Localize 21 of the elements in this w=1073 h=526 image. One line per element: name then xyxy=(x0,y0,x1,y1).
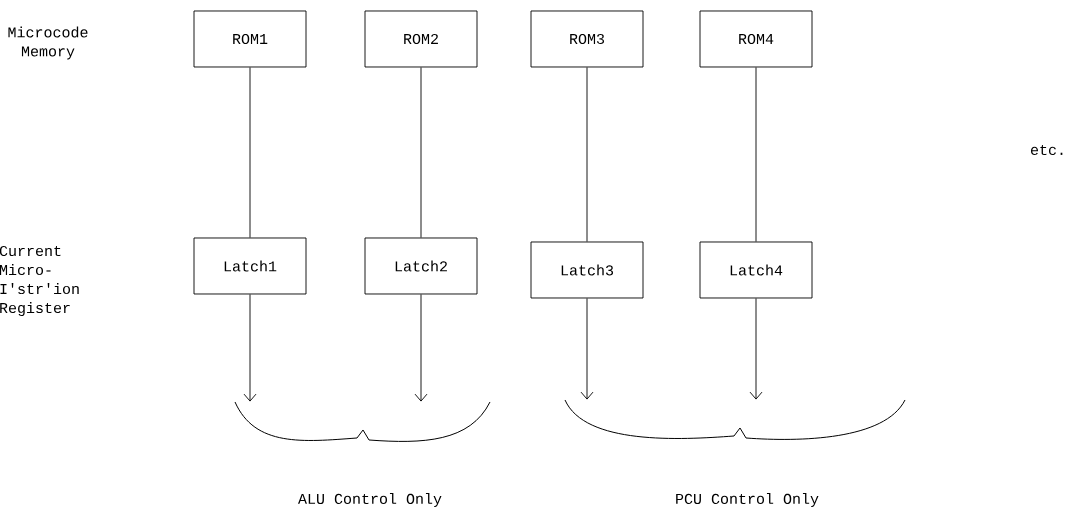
arrow xyxy=(749,298,763,400)
rom-box: ROM3 xyxy=(530,10,644,68)
latch-box: Latch4 xyxy=(699,241,813,299)
latch-box: Latch1 xyxy=(193,237,307,295)
connector-line xyxy=(249,67,251,238)
side-label: etc. xyxy=(1030,144,1063,156)
side-label: Current Micro- I'str'ion Register xyxy=(0,245,79,317)
latch-box: Latch2 xyxy=(364,237,478,295)
latch-box: Latch3 xyxy=(530,241,644,299)
bracket-label: ALU Control Only xyxy=(298,493,442,507)
bracket-label: PCU Control Only xyxy=(676,493,819,507)
side-label: Microcode Memory xyxy=(8,26,88,60)
connector-line xyxy=(755,67,757,242)
rom-box: ROM1 xyxy=(193,10,307,68)
arrow xyxy=(243,294,257,402)
arrow xyxy=(580,298,594,400)
arrow xyxy=(414,294,428,402)
connector-line xyxy=(586,67,588,242)
rom-box: ROM2 xyxy=(364,10,478,68)
rom-box: ROM4 xyxy=(699,10,813,68)
connector-line xyxy=(420,67,422,238)
